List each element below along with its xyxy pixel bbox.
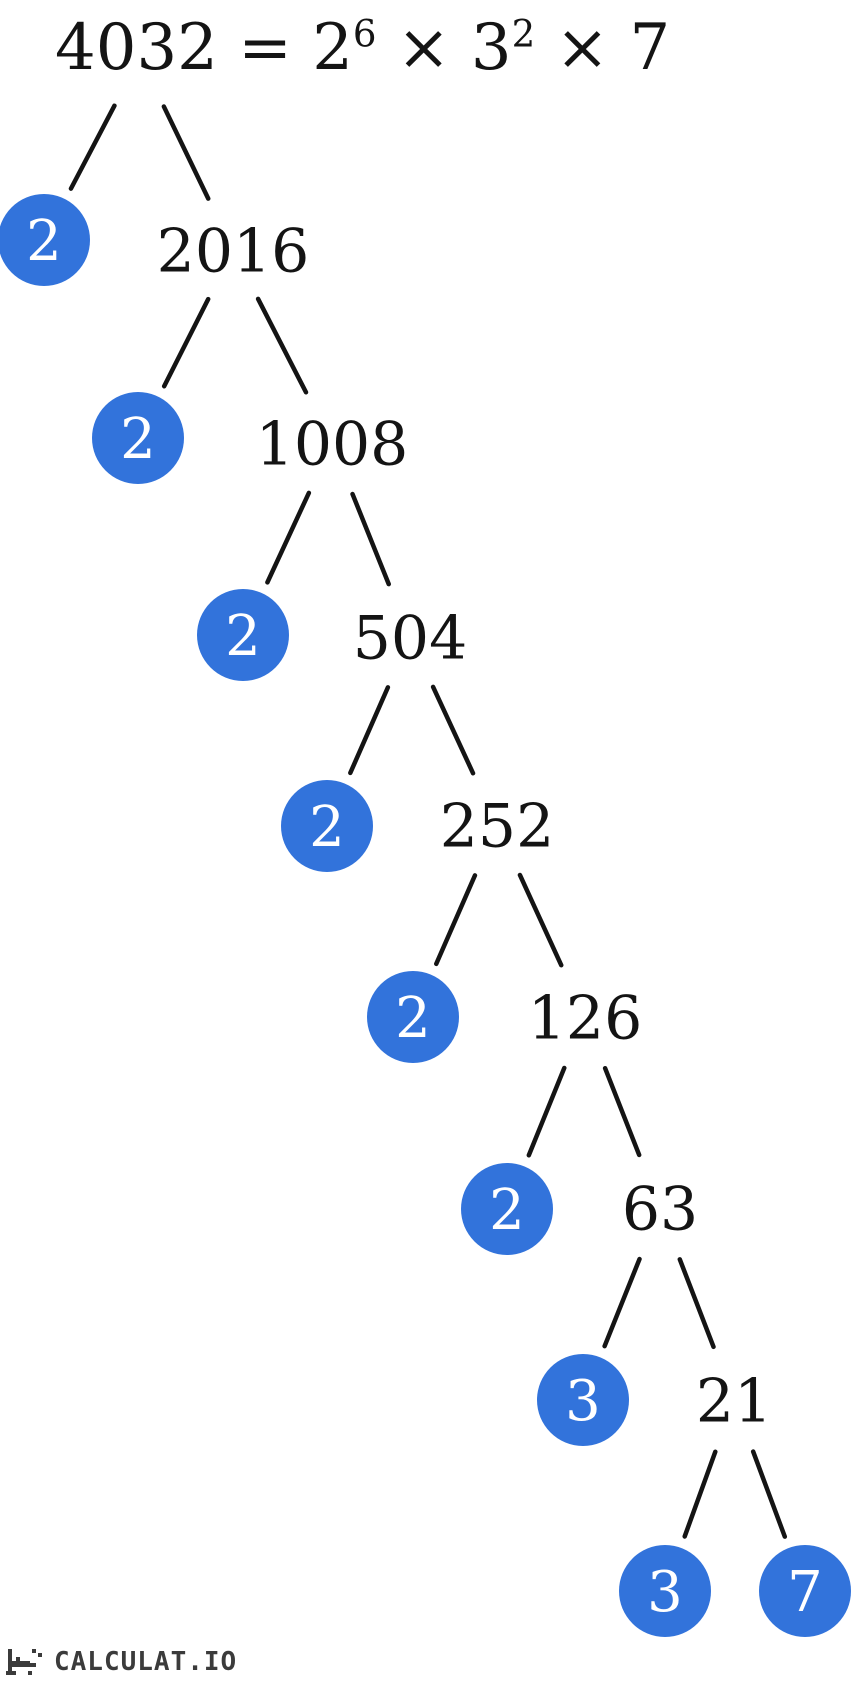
- title-segment: 4032 = 2: [55, 11, 353, 85]
- prime-node-circle: [92, 392, 184, 484]
- prime-node-circle: [461, 1163, 553, 1255]
- watermark-text: CALCULAT.IO: [54, 1647, 238, 1677]
- prime-node-label: 2: [225, 604, 261, 669]
- composite-node-label: 252: [440, 792, 555, 862]
- composite-node-label: 21: [696, 1367, 772, 1437]
- edge-line: [526, 1065, 567, 1158]
- edge-line: [517, 872, 564, 968]
- edge-line: [433, 873, 478, 967]
- prime-node-circle: [197, 589, 289, 681]
- composite-node-label: 2016: [157, 217, 310, 287]
- composite-node-label: 63: [622, 1175, 698, 1245]
- pixel-rocket-calculator-icon: [6, 1649, 42, 1675]
- edge-line: [677, 1257, 716, 1350]
- edge-line: [602, 1065, 642, 1158]
- watermark: CALCULAT.IO: [6, 1645, 237, 1679]
- edge-line: [348, 685, 391, 776]
- prime-node-label: 2: [309, 795, 345, 860]
- prime-node-circle: [619, 1545, 711, 1637]
- prime-node-label: 2: [26, 209, 62, 274]
- prime-node-circle: [0, 194, 90, 286]
- composite-node-label: 126: [528, 984, 643, 1054]
- title-segment: × 7: [535, 11, 671, 85]
- prime-node-circle: [537, 1354, 629, 1446]
- edge-line: [430, 684, 476, 776]
- edge-line: [602, 1256, 642, 1349]
- composite-node-label: 1008: [256, 410, 409, 480]
- title-exponent: 2: [511, 12, 536, 56]
- composite-node-label: 504: [353, 604, 468, 674]
- prime-node-label: 2: [489, 1178, 525, 1243]
- prime-node-label: 7: [787, 1560, 823, 1625]
- edge-line: [161, 104, 211, 201]
- prime-node-circle: [759, 1545, 851, 1637]
- page-title: 4032 = 26 × 32 × 7: [55, 10, 670, 87]
- edge-line: [161, 296, 211, 389]
- prime-node-label: 3: [647, 1560, 683, 1625]
- prime-node-circle: [281, 780, 373, 872]
- edge-line: [682, 1449, 718, 1539]
- edge-line: [350, 491, 391, 587]
- edge-line: [68, 103, 117, 191]
- edge-line: [750, 1449, 788, 1539]
- title-segment: × 3: [376, 11, 512, 85]
- edge-line: [255, 296, 309, 395]
- prime-node-circle: [367, 971, 459, 1063]
- edge-line: [265, 490, 312, 585]
- prime-node-label: 2: [395, 986, 431, 1051]
- title-exponent: 6: [352, 12, 377, 56]
- prime-node-label: 2: [120, 407, 156, 472]
- prime-node-label: 3: [565, 1369, 601, 1434]
